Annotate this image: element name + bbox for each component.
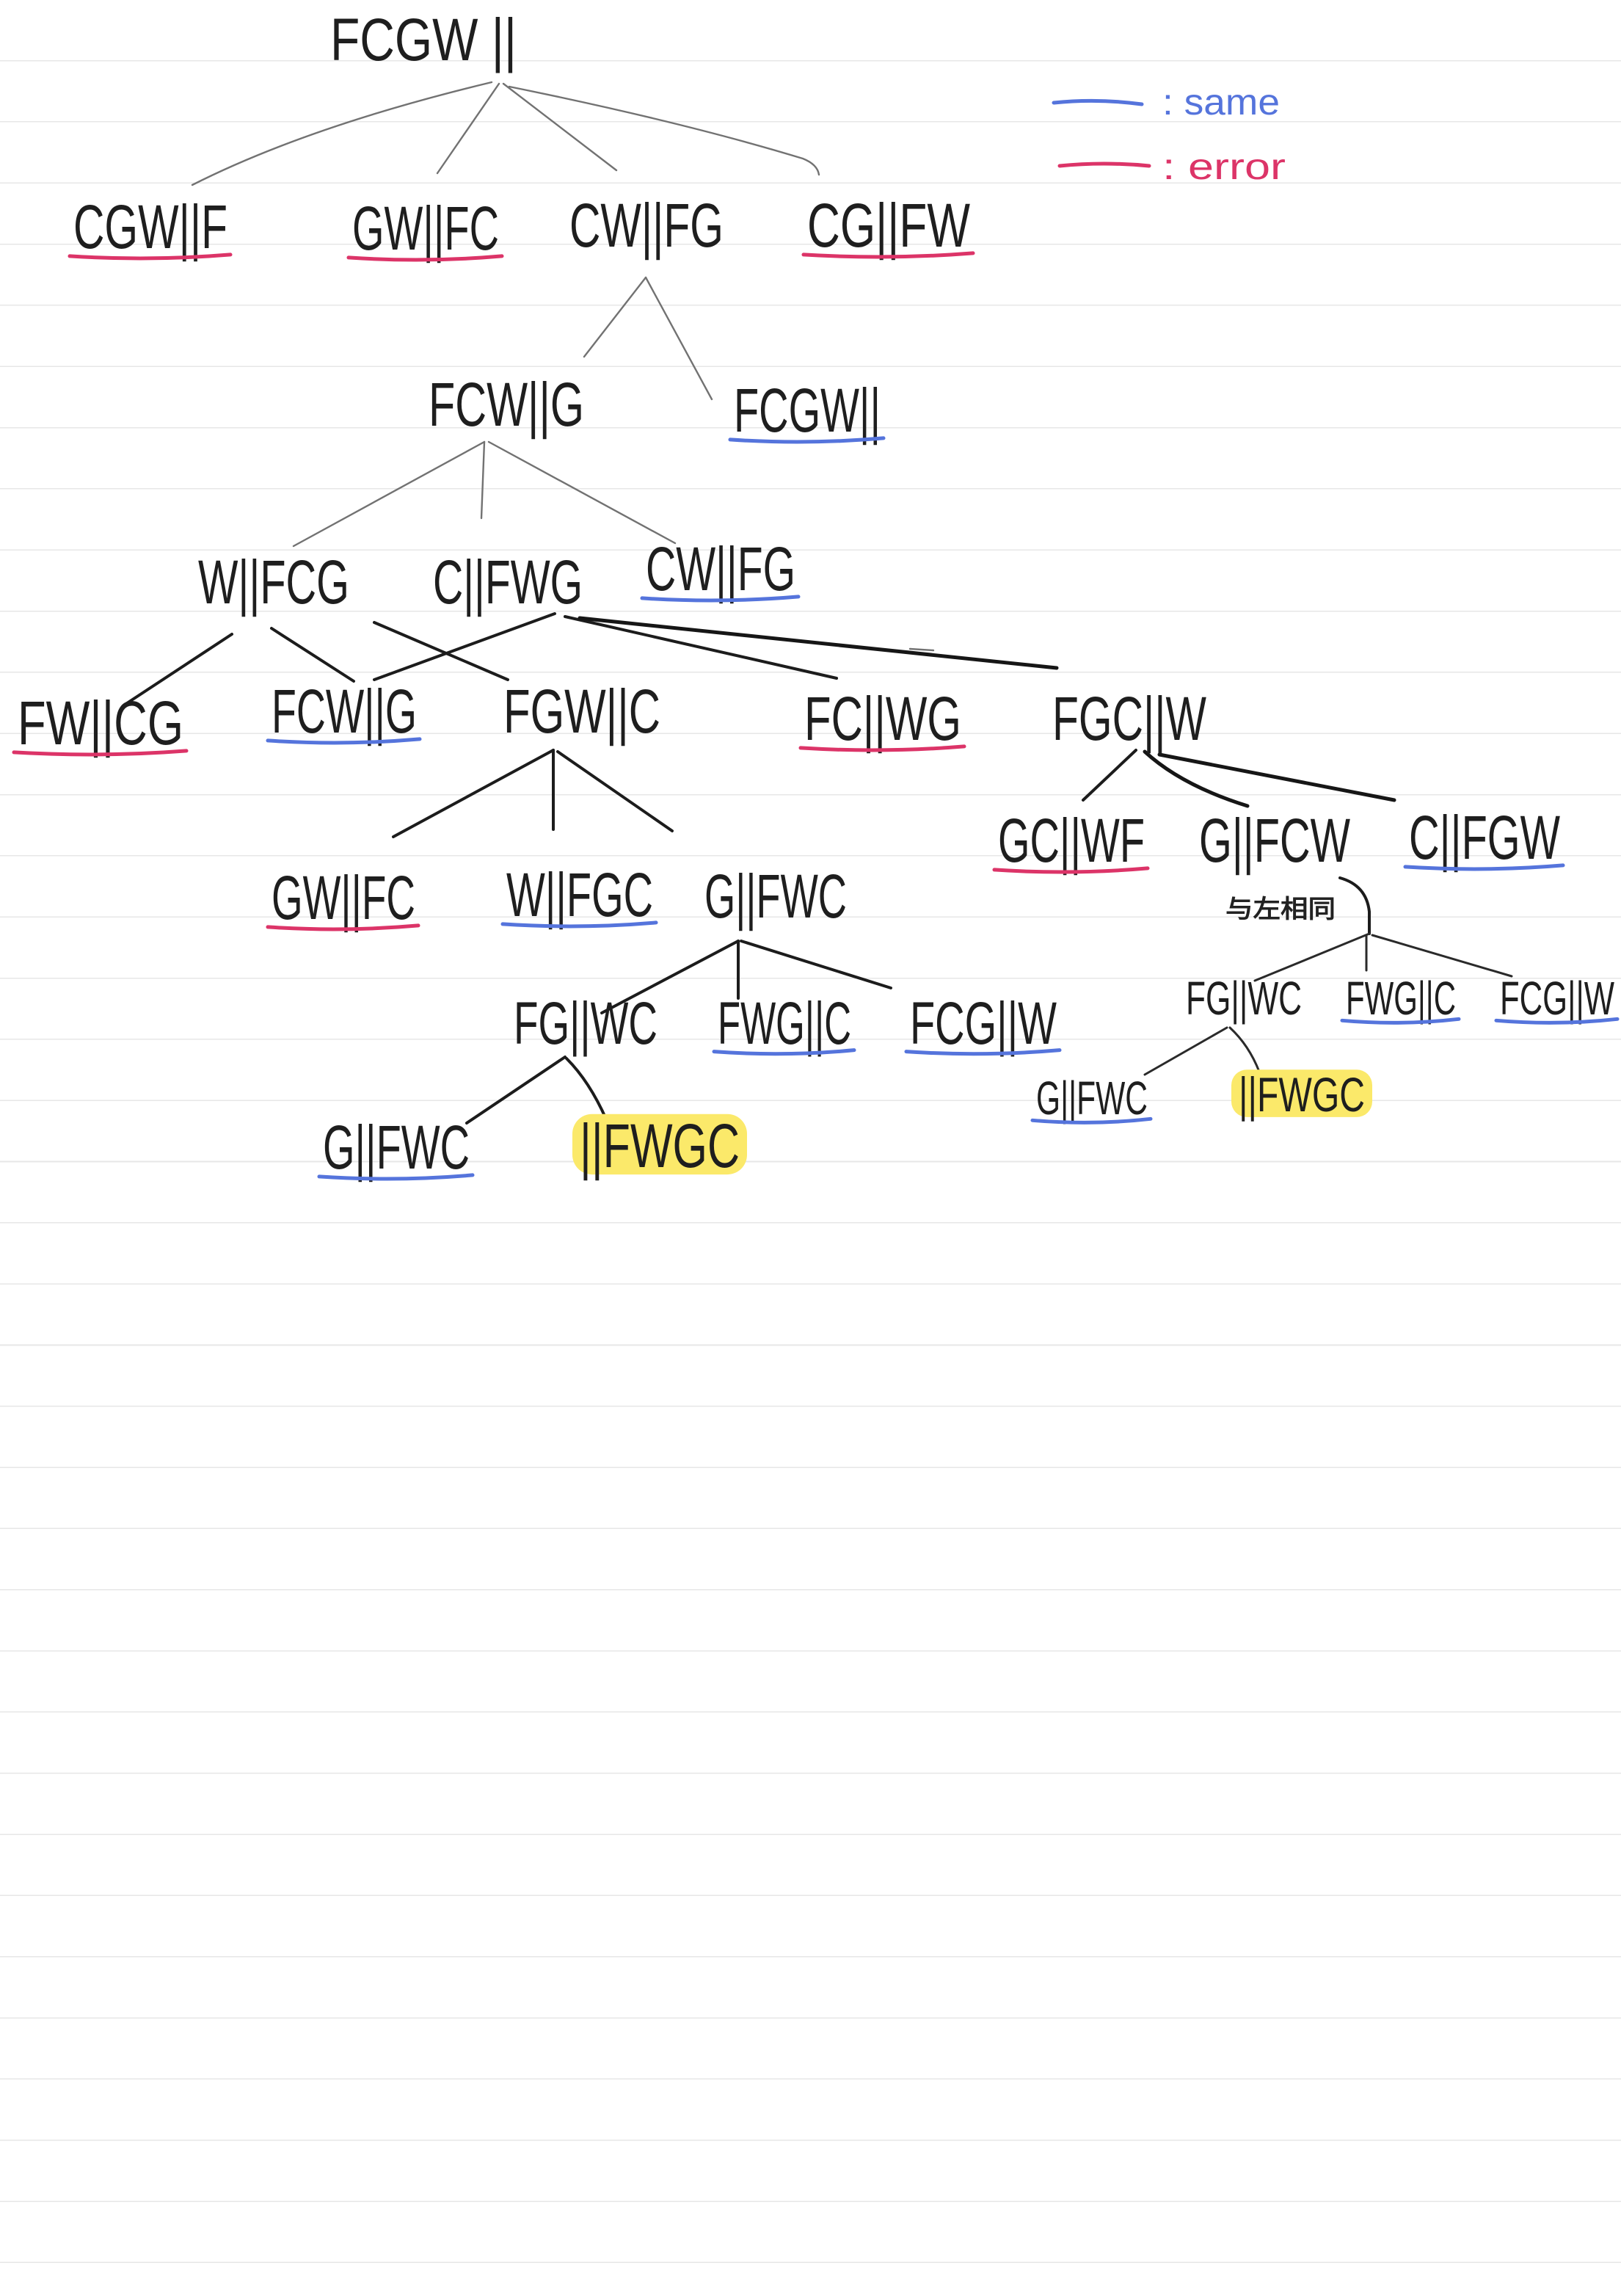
legend-error-label: : error <box>1162 146 1286 187</box>
edge-line <box>123 633 233 706</box>
state-node: FC||WG <box>804 684 961 753</box>
edge-line <box>1082 749 1137 802</box>
underline-mark <box>68 253 233 261</box>
edge-line <box>292 440 486 548</box>
state-node: GC||WF <box>998 806 1145 875</box>
edge-line <box>583 276 647 358</box>
state-node: FCW||G <box>429 370 584 439</box>
state-node: FGW||C <box>503 677 660 746</box>
underline-mark <box>801 251 975 259</box>
state-node: GW||FC <box>272 863 415 932</box>
state-node: FCG||W <box>910 990 1057 1057</box>
edge-line <box>644 276 713 401</box>
legend-same-label: : same <box>1162 81 1280 123</box>
underline-mark <box>640 595 801 603</box>
state-node-solution: ||FWGC <box>1239 1067 1365 1122</box>
state-node: C||FWG <box>433 548 583 617</box>
edge-line <box>1143 749 1250 808</box>
edge-line <box>436 82 500 175</box>
edge-line <box>556 750 674 832</box>
highlight-marker <box>572 1114 747 1175</box>
legend-error-swatch <box>1057 161 1151 168</box>
underline-mark <box>317 1173 475 1181</box>
underline-mark <box>266 923 420 931</box>
underline-mark <box>1030 1116 1153 1125</box>
highlight-marker <box>1231 1069 1372 1117</box>
state-node: FWG||C <box>718 990 851 1057</box>
edge-line <box>392 749 555 838</box>
state-node: FW||CG <box>18 689 183 758</box>
state-node: FGC||W <box>1052 684 1206 753</box>
edge-line <box>1338 876 1371 935</box>
edge-line <box>191 81 493 186</box>
edge-line <box>1157 752 1396 802</box>
underline-mark <box>1403 863 1565 871</box>
state-node: G||FWC <box>323 1113 470 1182</box>
edge-line <box>480 440 486 520</box>
stray-mark <box>908 647 935 652</box>
edge-line <box>487 440 677 545</box>
annotation-note: 与左相同 <box>1225 895 1336 924</box>
edge-line <box>1228 1026 1261 1073</box>
state-node: FCG||W <box>1500 972 1614 1025</box>
edge-line <box>270 627 355 683</box>
edge-line <box>373 621 509 681</box>
state-node: W||FGC <box>506 860 653 929</box>
state-node: FG||WC <box>1186 972 1302 1025</box>
edge-line <box>564 615 838 680</box>
edge-line <box>1371 934 1513 978</box>
edge-line <box>502 82 618 172</box>
underline-mark <box>992 866 1150 874</box>
legend-same-swatch <box>1052 98 1144 106</box>
tree-edges <box>123 81 1513 1127</box>
state-node: CG||FW <box>807 191 970 260</box>
edge-line <box>508 85 820 176</box>
state-node: FCGW|| <box>734 376 881 445</box>
state-node: W||FCG <box>198 548 349 617</box>
edge-line <box>740 940 892 989</box>
underline-mark <box>346 254 504 262</box>
state-node: FCW||G <box>272 677 417 746</box>
state-node: GW||FC <box>352 194 499 263</box>
state-node-solution: ||FWGC <box>580 1111 740 1180</box>
edge-line <box>600 940 740 1014</box>
state-node: FWG||C <box>1346 972 1456 1025</box>
edge-line <box>1253 932 1371 982</box>
state-node-root: FCGW || <box>330 7 517 73</box>
state-node: CW||FG <box>646 534 795 603</box>
state-node: G||FWC <box>1036 1072 1148 1125</box>
underline-mark <box>1494 1017 1620 1025</box>
underline-mark <box>266 737 422 745</box>
tree-nodes: FCGW || CGW||F GW||FC CW||FG CG||FW FCW|… <box>12 7 1620 1182</box>
edge-line <box>578 616 1059 670</box>
underline-mark <box>728 436 886 444</box>
state-node: CGW||F <box>73 192 227 261</box>
edge-line <box>465 1056 567 1125</box>
state-node: FG||WC <box>514 990 657 1057</box>
edge-line <box>1143 1026 1228 1076</box>
state-node: G||FCW <box>1199 806 1350 875</box>
legend: : same : error <box>1052 81 1286 187</box>
underline-mark <box>904 1048 1062 1056</box>
underline-mark <box>798 744 966 752</box>
underline-mark <box>12 749 189 757</box>
state-node: G||FWC <box>704 862 847 931</box>
underline-mark <box>1340 1017 1461 1025</box>
state-node: CW||FG <box>569 191 724 260</box>
underline-mark <box>500 920 658 929</box>
edge-line <box>373 612 556 681</box>
underline-mark <box>712 1048 856 1056</box>
state-node: C||FGW <box>1409 803 1560 872</box>
